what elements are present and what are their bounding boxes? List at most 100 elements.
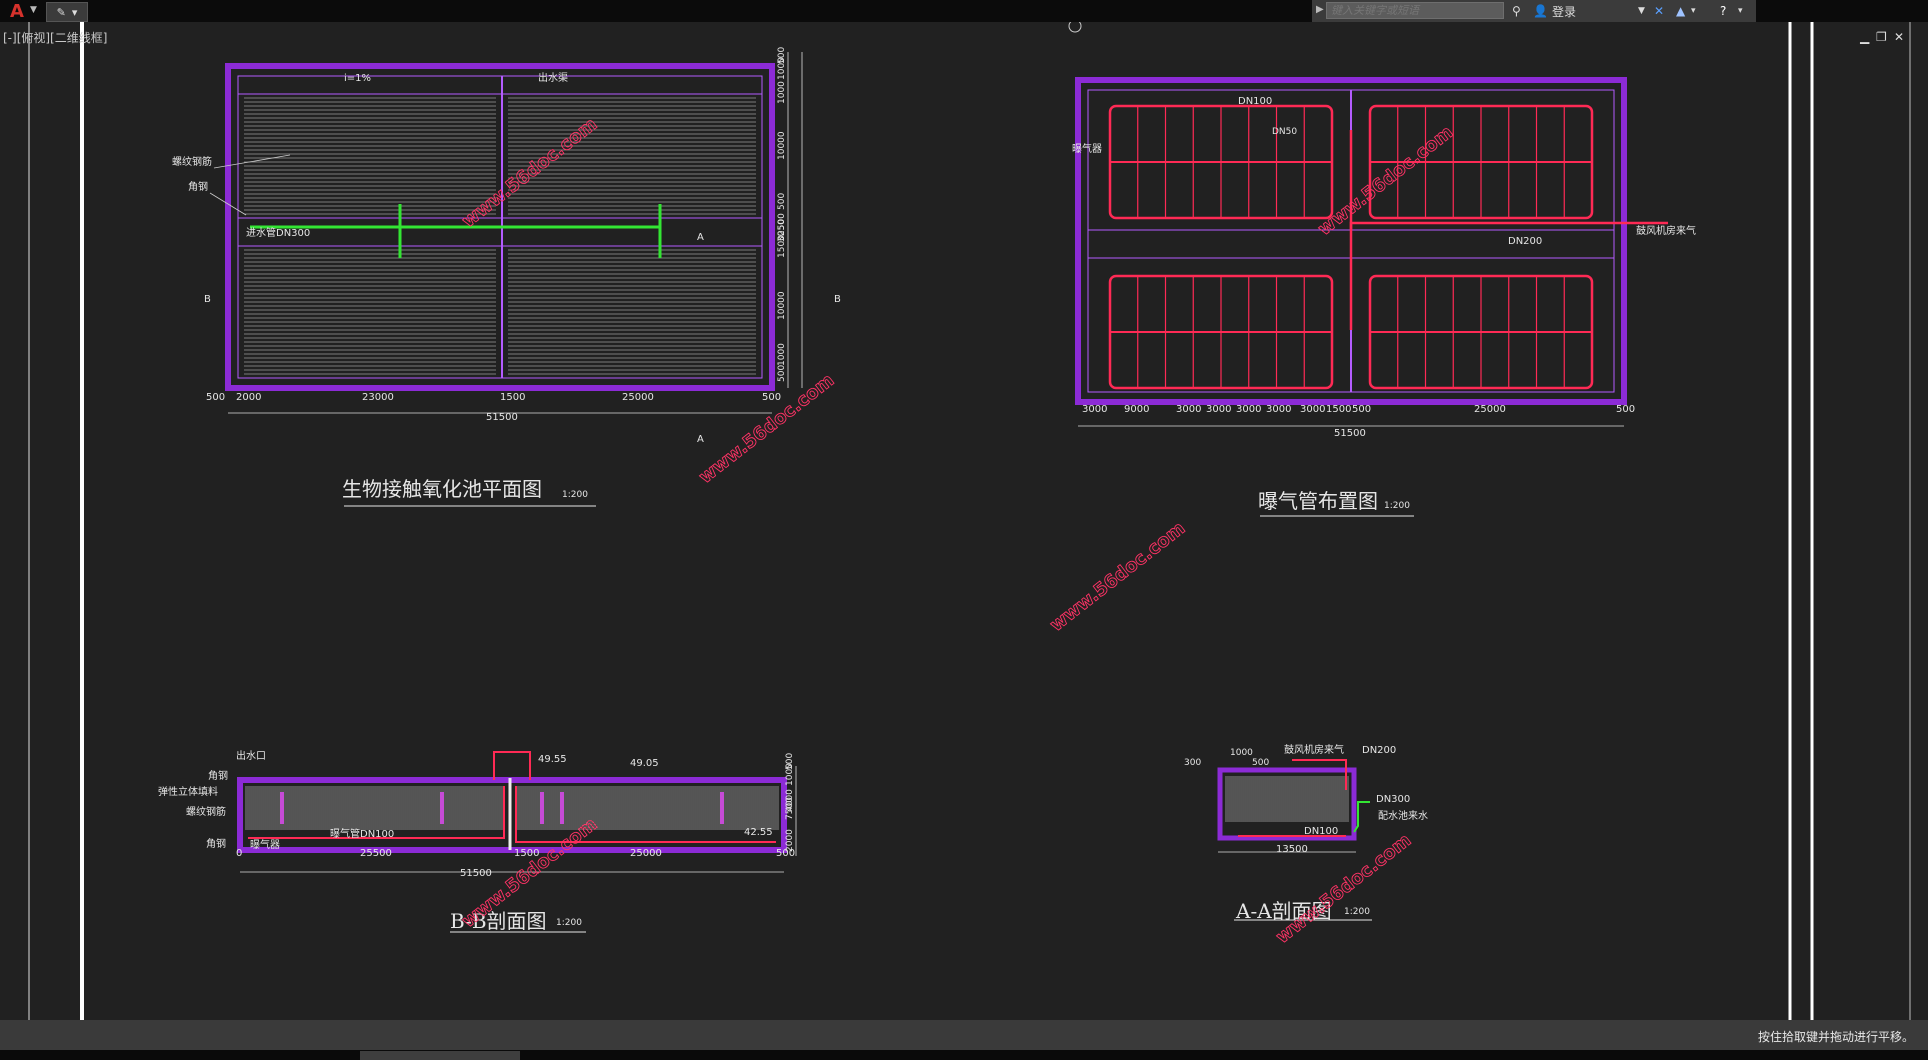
sign-in-button[interactable]: 👤 登录 [1533, 2, 1576, 20]
app-menu-dropdown-icon[interactable]: ▼ [30, 5, 37, 15]
sign-in-label: 登录 [1551, 4, 1576, 19]
drawing-scale: 1:200 [1344, 907, 1370, 917]
dimension-text: 10000 [777, 131, 787, 160]
section-a-view: 1000 300 500 鼓风机房来气 DN200 DN300 配水池来水 DN… [1184, 743, 1428, 923]
dimension-text: 500 [785, 753, 795, 770]
leader-line [213, 154, 291, 169]
search-expand-icon[interactable]: ▶ [1316, 4, 1324, 15]
dimension-text: 3000 [1236, 404, 1261, 415]
section-a-marker: A [697, 434, 704, 445]
level-label: 49.55 [538, 754, 567, 765]
dimension-text: 9000 [1124, 404, 1149, 415]
aerator-label: 曝气器 [1072, 142, 1102, 155]
pipe-label: DN100 [1238, 96, 1272, 107]
tank-wall [1075, 77, 1627, 405]
close-icon[interactable]: ✕ [1894, 30, 1905, 44]
dimension-text: 1500 [500, 392, 525, 403]
dimension-text: 3000 [1082, 404, 1107, 415]
drawing-title: 生物接触氧化池平面图 [342, 477, 542, 501]
help-icon[interactable]: ? [1720, 4, 1727, 18]
chevron-down-icon[interactable]: ▾ [1738, 6, 1743, 16]
aeration-pipe [515, 786, 776, 843]
dimension-text: 1500 [514, 848, 539, 859]
chevron-down-icon[interactable]: ▼ [1638, 6, 1645, 16]
pipe-label: DN50 [1272, 127, 1297, 137]
dimension-text: 23000 [362, 392, 394, 403]
angle-steel-label: 角钢 [206, 837, 226, 850]
quick-access-toolbar[interactable]: ✎ ▾ [46, 2, 88, 22]
drawing-scale: 1:200 [562, 490, 588, 500]
dimension-text: 1000 [777, 343, 787, 366]
tank-wall [1217, 767, 1357, 841]
dimension-text: 25500 [360, 848, 392, 859]
dimension-total: 51500 [1334, 428, 1366, 439]
dimension-text: 25000 [1474, 404, 1506, 415]
chevron-down-icon[interactable]: ▾ [1691, 6, 1696, 16]
inlet-pipe-label: 进水管DN300 [246, 226, 310, 239]
tank-wall [225, 63, 775, 391]
pipe-label: DN100 [1304, 826, 1338, 837]
drawing-title: 曝气管布置图 [1258, 489, 1378, 513]
dimension-text: 300 [1184, 758, 1201, 768]
section-a-marker: A [697, 232, 704, 243]
user-icon: 👤 [1533, 4, 1548, 18]
chevron-down-icon[interactable]: ▾ [71, 5, 78, 19]
dimension-text: 500 [776, 848, 795, 859]
air-pipe [1292, 759, 1347, 790]
outlet-channel-label: 出水渠 [538, 71, 568, 84]
diffuser-mark [720, 792, 724, 824]
angle-steel-label: 角钢 [188, 180, 208, 193]
section-b-marker: B [204, 294, 211, 305]
dimension-total: 51500 [460, 868, 492, 879]
drawing-scale: 1:200 [1384, 501, 1410, 511]
drawing-title: B-B剖面图 [450, 909, 547, 933]
status-bar [0, 1020, 1928, 1050]
status-message: 按住拾取键并拖动进行平移。 [1757, 1030, 1914, 1044]
filler-hatch [508, 97, 756, 215]
angle-steel-label: 角钢 [208, 769, 228, 782]
filler-hatch [245, 786, 505, 830]
save-as-icon[interactable]: ✎ [56, 5, 66, 19]
app-logo-icon[interactable]: A [10, 0, 24, 22]
dimension-text: 1000 [785, 763, 795, 786]
dimension-text-group: 0 25500 1500 25000 500 [236, 848, 795, 859]
viewport-controls[interactable]: [-][俯视][二维线框] [3, 31, 108, 45]
minimize-icon[interactable]: ▁ [1860, 30, 1870, 44]
blower-air-label: 鼓风机房来气 [1636, 224, 1696, 237]
dimension-text-group: 5001000100010000500250030501500100001000… [777, 47, 787, 382]
aerator-label: 曝气器 [250, 838, 280, 851]
filler-hatch [244, 97, 496, 215]
layout-tab-strip [0, 1050, 1928, 1060]
dimension-text: 500 [206, 392, 225, 403]
diffuser-mark [440, 792, 444, 824]
filler-hatch [508, 249, 756, 375]
dimension-text: 500 [1252, 758, 1269, 768]
dimension-text: 2000 [236, 392, 261, 403]
dimension-text: 25000 [630, 848, 662, 859]
binoculars-icon[interactable]: ⚲ [1512, 4, 1521, 18]
search-input[interactable] [1326, 2, 1504, 19]
dimension-text: 3000 [1266, 404, 1291, 415]
dimension-total: 51500 [486, 412, 518, 423]
autodesk-account-icon[interactable]: ▲ [1676, 4, 1686, 18]
dimension-text: 10000 [777, 291, 787, 320]
exchange-icon[interactable]: ✕ [1654, 4, 1665, 18]
dimension-text: 500 [1352, 404, 1371, 415]
dimension-text: 3000 [1176, 404, 1201, 415]
dimension-text: 3050 [777, 219, 787, 242]
dimension-text: 0 [236, 848, 242, 859]
dimension-text: 4000 [785, 789, 795, 812]
water-pipe [1353, 801, 1370, 833]
leader-line [209, 192, 247, 216]
aeration-pipe [248, 786, 505, 839]
restore-icon[interactable]: ❐ [1876, 30, 1887, 44]
layout-tab[interactable] [360, 1051, 520, 1060]
diffuser-mark [560, 792, 564, 824]
pipe-label: DN300 [1376, 794, 1410, 805]
dimension-text: 25000 [622, 392, 654, 403]
watermark: www.56doc.com [1046, 518, 1189, 636]
